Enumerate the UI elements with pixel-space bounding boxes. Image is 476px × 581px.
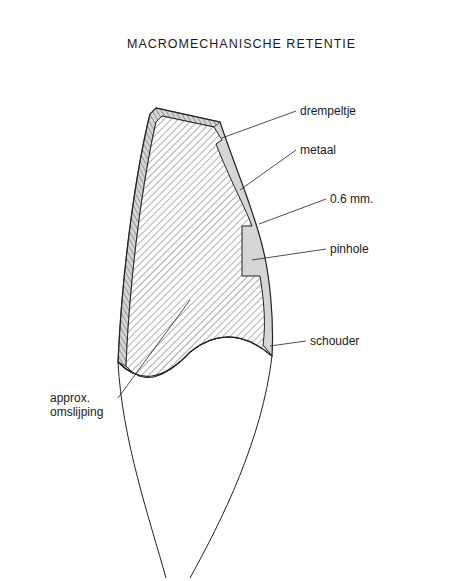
- part-label: pinhole: [330, 242, 369, 256]
- part-label: metaal: [300, 143, 336, 157]
- dimension-label: 0.6 mm.: [330, 192, 373, 206]
- diagram-title: MACROMECHANISCHE RETENTIE: [127, 37, 356, 51]
- leader-lines: [118, 111, 326, 398]
- preparation-hatch: [126, 116, 272, 378]
- root-outline: [190, 356, 272, 578]
- part-label: drempeltje: [300, 104, 356, 118]
- part-label: schouder: [310, 334, 359, 348]
- preparation: [126, 116, 272, 378]
- part-label: approx. omslijping: [50, 391, 114, 419]
- root-outline: [118, 362, 166, 578]
- cervical-line: [118, 337, 272, 376]
